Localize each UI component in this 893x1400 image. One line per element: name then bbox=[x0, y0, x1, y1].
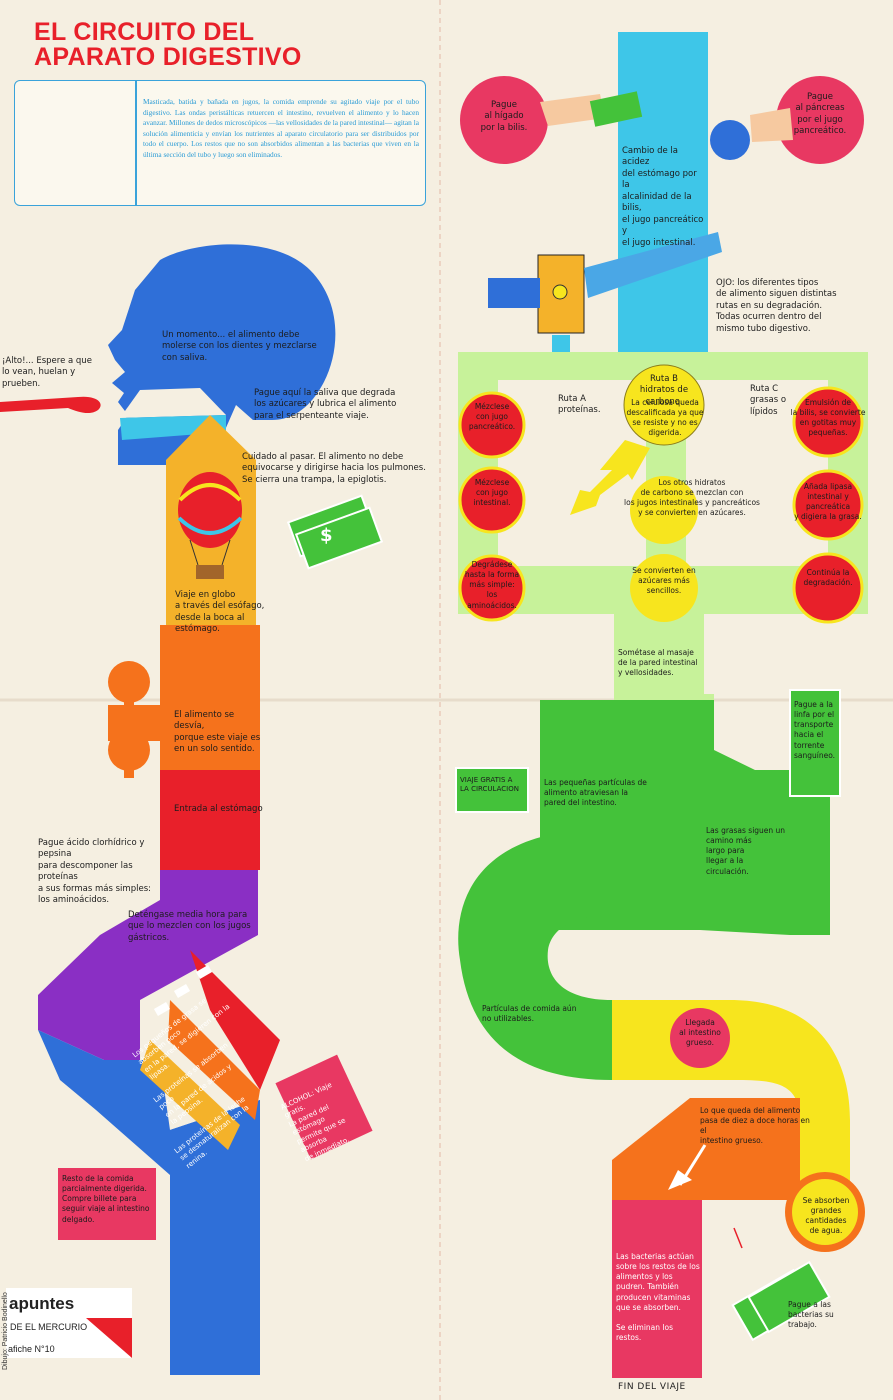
ticket-resto bbox=[58, 1168, 156, 1240]
label-mezclese-2: Mézclese con jugo intestinal. bbox=[473, 478, 511, 508]
spoon-icon bbox=[0, 396, 101, 414]
label-ojo: OJO: los diferentes tipos de alimento si… bbox=[716, 278, 837, 334]
label-ruta-b: Ruta B hidratos de carbono. bbox=[639, 374, 689, 407]
intro-box: Masticada, batida y bañada en jugos, la … bbox=[14, 80, 426, 206]
large-intestine bbox=[612, 1000, 865, 1378]
label-convierten: Se convierten en azúcares más sencillos. bbox=[632, 566, 696, 596]
label-particulas: Partículas de comida aún no utilizables. bbox=[482, 1004, 577, 1024]
head-illustration bbox=[108, 244, 336, 465]
liver-coin bbox=[460, 76, 548, 164]
label-pague-bacterias: Pague a las bacterias su trabajo. bbox=[788, 1300, 834, 1330]
label-sometase: Sométase al masaje de la pared intestina… bbox=[618, 648, 698, 678]
pancreas-coin bbox=[776, 76, 864, 164]
barrier-gate-icon bbox=[488, 232, 722, 375]
label-entrada: Entrada al estómago bbox=[174, 804, 263, 814]
label-otros-hidratos: Los otros hidratos de carbono se mezclan… bbox=[624, 478, 760, 518]
intro-text: Masticada, batida y bañada en jugos, la … bbox=[143, 97, 419, 159]
brand-subtitle: DE EL MERCURIO bbox=[10, 1322, 88, 1332]
label-pequenas: Las pequeñas partículas de alimento atra… bbox=[544, 778, 647, 808]
absorption-section bbox=[455, 689, 841, 1080]
svg-text:$: $ bbox=[320, 525, 333, 546]
label-ruta-c: Ruta C grasas o lípidos bbox=[750, 384, 787, 417]
label-alto: ¡Alto!... Espere a que lo vean, huelan y… bbox=[2, 356, 92, 389]
alcohol-ticket bbox=[275, 1054, 373, 1160]
label-continua: Continúa la degradación. bbox=[803, 568, 853, 588]
label-higado: Pague al hígado por la bilis. bbox=[480, 100, 528, 133]
label-linfa: Pague a la linfa por el transporte hacia… bbox=[794, 700, 836, 760]
illustration-credit: Dibujo: Patricio Bodinello bbox=[2, 1292, 9, 1370]
label-grasas-siguen: Las grasas siguen un camino más largo pa… bbox=[706, 826, 786, 876]
brand-name: apuntes bbox=[9, 1294, 75, 1313]
apuntes-logo bbox=[6, 1288, 132, 1358]
label-llegada: Llegada al intestino grueso. bbox=[679, 1018, 721, 1048]
balloon-icon bbox=[177, 472, 243, 579]
poster-number: afiche N°10 bbox=[8, 1344, 55, 1354]
label-emulsion: Emulsión de la bilis, se convierte en go… bbox=[790, 398, 866, 438]
stomach bbox=[38, 870, 280, 1375]
label-saliva: Pague aquí la saliva que degrada los azú… bbox=[254, 388, 397, 421]
label-momento: Un momento... el alimento debe molerse c… bbox=[162, 330, 317, 363]
label-acido: Pague ácido clorhídrico y pepsina para d… bbox=[38, 838, 151, 906]
label-desvia: El alimento se desvía, porque este viaje… bbox=[174, 710, 261, 755]
label-pancreas: Pague al páncreas por el jugo pancreátic… bbox=[793, 92, 847, 137]
intro-divider bbox=[135, 81, 137, 205]
hand-bag-icon bbox=[710, 108, 793, 160]
label-resto: Resto de la comida parcialmente digerida… bbox=[62, 1174, 150, 1224]
label-detengase: Deténgase media hora para que lo mezclen… bbox=[128, 910, 251, 943]
money-bills-icon: $ bbox=[286, 494, 384, 570]
label-degradese: Degrádese hasta la forma más simple: los… bbox=[464, 560, 520, 610]
label-queda: Lo que queda del alimento pasa de diez a… bbox=[700, 1106, 810, 1146]
label-viaje-gratis: VIAJE GRATIS A LA CIRCULACION bbox=[460, 776, 519, 794]
label-lipasa: Añada lipasa intestinal y pancreática y … bbox=[794, 482, 862, 522]
label-bacterias: Las bacterias actúan sobre los restos de… bbox=[616, 1252, 700, 1342]
small-intestine-routes bbox=[458, 352, 868, 694]
label-mezclese-1: Mézclese con jugo pancreático. bbox=[468, 402, 516, 432]
label-absorben-agua: Se absorben grandes cantidades de agua. bbox=[802, 1196, 850, 1236]
money-bills-icon-bottom bbox=[731, 1260, 831, 1342]
page-title: EL CIRCUITO DEL APARATO DIGESTIVO bbox=[34, 18, 302, 71]
label-cambio: Cambio de la acidez del estómago por la … bbox=[622, 146, 704, 248]
end-of-journey-label: FIN DEL VIAJE bbox=[618, 1382, 686, 1392]
hand-money-icon bbox=[540, 91, 643, 127]
duodenum-tube bbox=[618, 32, 708, 352]
label-celulosa: La celulosa queda descalificada ya que s… bbox=[626, 398, 704, 438]
label-globo: Viaje en globo a través del esófago, des… bbox=[175, 590, 265, 635]
label-ruta-a: Ruta A proteínas. bbox=[558, 394, 601, 416]
label-cuidado: Cuidado al pasar. El alimento no debe eq… bbox=[242, 452, 426, 485]
valve-wheel-icon bbox=[108, 661, 164, 778]
lower-esophagus bbox=[160, 625, 260, 870]
